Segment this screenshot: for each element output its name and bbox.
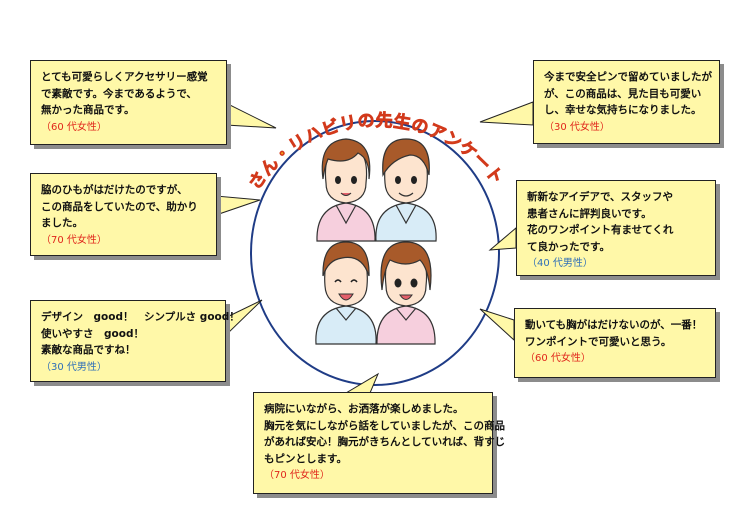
comment-line: 胸元を気にしながら話をしていましたが、この商品: [264, 419, 505, 432]
comment-line: 脇のひもがはだけたのですが、: [41, 184, 188, 196]
bubble-tail-bottom-right: [479, 308, 515, 342]
bubble-tail-mid-left: [215, 195, 261, 216]
comment-line: 患者さんに評判良いです。: [527, 207, 652, 220]
comment-line: し、幸せな気持ちになりました。: [544, 104, 702, 116]
respondent-tag: （30 代女性）: [544, 121, 610, 133]
comment-bubble-top-left: とても可愛らしくアクセサリー感覚 で素敵です。今まであるようで、 無かった商品で…: [30, 60, 227, 145]
comment-line: もピンとします。: [264, 452, 347, 465]
comment-bubble-bottom-left: デザイン good！ シンプルさ good！ 使いやすさ good！ 素敵な商品…: [30, 300, 240, 382]
comment-line: 無かった商品です。: [41, 104, 135, 116]
comment-line: 今まで安全ピンで留めていましたが: [544, 71, 712, 83]
comment-line: 素敵な商品ですね！: [41, 344, 136, 356]
comment-bubble-top-right: 今まで安全ピンで留めていましたが が、この商品は、見た目も可愛い し、幸せな気持…: [533, 60, 720, 144]
bubble-tail-top-left: [225, 102, 277, 129]
center-circle: [250, 120, 500, 386]
comment-line: 斬新なアイデアで、スタッフや: [527, 191, 674, 203]
comment-line: この商品をしていたので、助かり: [41, 200, 198, 213]
comment-line: で素敵です。今まであるようで、: [41, 87, 197, 100]
comment-line: 花のワンポイント有ませてくれ: [527, 224, 674, 236]
comment-line: が、この商品は、見た目も可愛い: [544, 87, 702, 100]
respondent-tag: （30 代男性）: [41, 361, 107, 373]
comment-line: があれば安心！胸元がきちんとしていれば、背すじ: [264, 436, 506, 448]
comment-line: ワンポイントで可愛いと思う。: [525, 335, 672, 348]
illustration-nurse-man: [375, 138, 437, 242]
comment-bubble-bottom-right: 動いても胸がはだけないのが、一番！ ワンポイントで可愛いと思う。 （60 代女性…: [514, 308, 716, 378]
respondent-tag: （40 代男性）: [527, 258, 593, 269]
comment-bubble-bottom-center: 病院にいながら、お洒落が楽しめました。 胸元を気にしながら話をしていましたが、こ…: [253, 392, 506, 494]
comment-line: デザイン good！ シンプルさ good！: [41, 311, 240, 323]
illustration-patient-man: [315, 241, 377, 345]
bubble-tail-top-right: [479, 101, 534, 126]
respondent-tag: （60 代女性）: [525, 353, 591, 364]
illustration-nurse-woman: [316, 138, 376, 242]
comment-bubble-mid-left: 脇のひもがはだけたのですが、 この商品をしていたので、助かり ました。 （70 …: [30, 173, 217, 256]
respondent-tag: （70 代女性）: [41, 234, 107, 246]
illustration-patient-woman: [376, 241, 436, 345]
comment-bubble-mid-right: 斬新なアイデアで、スタッフや 患者さんに評判良いです。 花のワンポイント有ませて…: [516, 180, 716, 276]
comment-line: とても可愛らしくアクセサリー感覚: [41, 71, 208, 83]
comment-line: 使いやすさ good！: [41, 327, 144, 340]
comment-line: て良かったです。: [527, 240, 610, 253]
comment-line: 病院にいながら、お洒落が楽しめました。: [264, 403, 464, 415]
comment-line: ました。: [41, 217, 83, 229]
respondent-tag: （60 代女性）: [41, 121, 107, 133]
comment-line: 動いても胸がはだけないのが、一番！: [525, 319, 703, 331]
bubble-tails: [215, 101, 534, 394]
respondent-tag: （70 代女性）: [264, 470, 330, 481]
